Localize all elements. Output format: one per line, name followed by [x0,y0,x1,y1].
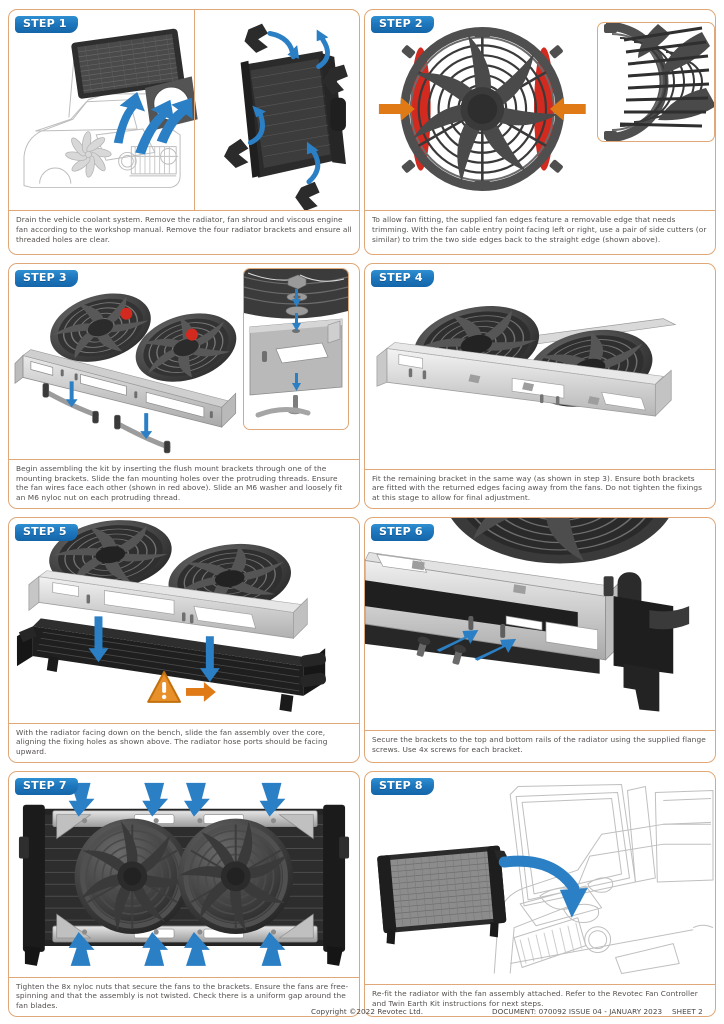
step-2-badge: STEP 2 [371,16,434,33]
step-2-artwork [378,26,586,192]
document-reference: DOCUMENT: 070092 ISSUE 04 - JANUARY 2023 [492,1006,663,1016]
step-7-badge: STEP 7 [15,778,78,795]
step-panel-4: STEP 4 [364,263,716,509]
step-panel-3: STEP 3 [8,263,360,509]
step-4-artwork [376,306,677,417]
step-panel-8: STEP 8 [364,771,716,1017]
step-5-illustration: STEP 5 [9,518,359,723]
step-6-artwork [365,518,690,712]
step-8-caption: Re-fit the radiator with the fan assembl… [365,984,715,1016]
step-3-caption: Begin assembling the kit by inserting th… [9,458,359,508]
step-6-badge: STEP 6 [371,524,434,541]
copyright-text: Copyright ©2022 Revotec Ltd. [311,1006,424,1016]
step-8-badge: STEP 8 [371,778,434,795]
step-1-panel-divider [194,10,195,210]
step-8-artwork [377,784,714,974]
step-3-illustration: STEP 3 [9,264,359,459]
fan-wire-marker-1 [120,307,133,320]
step-5-artwork [16,520,327,712]
step-7-caption: Tighten the 8x nyloc nuts that secure th… [9,976,359,1016]
step-3-badge: STEP 3 [15,270,78,287]
sheet-number: SHEET 2 [672,1006,703,1016]
step-3-artwork [14,293,237,454]
step-panel-6: STEP 6 [364,517,716,763]
screw-direction-arrows [436,629,517,661]
trim-arrows [378,97,586,121]
steps-grid: STEP 1 [8,9,716,1017]
step-6-caption: Secure the brackets to the top and botto… [365,730,715,762]
step-panel-2: STEP 2 [364,9,716,255]
step-7-artwork [18,782,350,966]
step-panel-5: STEP 5 [8,517,360,763]
step-2-caption: To allow fan fitting, the supplied fan e… [365,210,715,254]
step-4-badge: STEP 4 [371,270,434,287]
step-2-detail-inset [597,22,715,142]
refit-arrow [498,855,588,918]
step-3-detail-artwork [244,269,348,418]
step-3-detail-inset [243,268,349,430]
step-5-badge: STEP 5 [15,524,78,541]
step-1-illustration: STEP 1 [9,10,359,210]
step-2-illustration: STEP 2 [365,10,715,210]
step-panel-1: STEP 1 [8,9,360,255]
page-footer: Copyright ©2022 Revotec Ltd. DOCUMENT: 0… [0,1003,724,1019]
step-1-caption: Drain the vehicle coolant system. Remove… [9,210,359,254]
step-panel-7: STEP 7 [8,771,360,1017]
warning-marker [147,671,216,703]
step-4-caption: Fit the remaining bracket in the same wa… [365,468,715,508]
fan-wire-marker-2 [185,328,198,341]
nyloc-nut-arrows [68,782,286,966]
step-1-artwork [23,23,348,210]
step-7-illustration: STEP 7 [9,772,359,977]
step-8-illustration: STEP 8 [365,772,715,984]
step-1-badge: STEP 1 [15,16,78,33]
step-2-detail-artwork [604,23,714,141]
step-5-caption: With the radiator facing down on the ben… [9,722,359,762]
step-6-illustration: STEP 6 [365,518,715,730]
step-4-illustration: STEP 4 [365,264,715,469]
